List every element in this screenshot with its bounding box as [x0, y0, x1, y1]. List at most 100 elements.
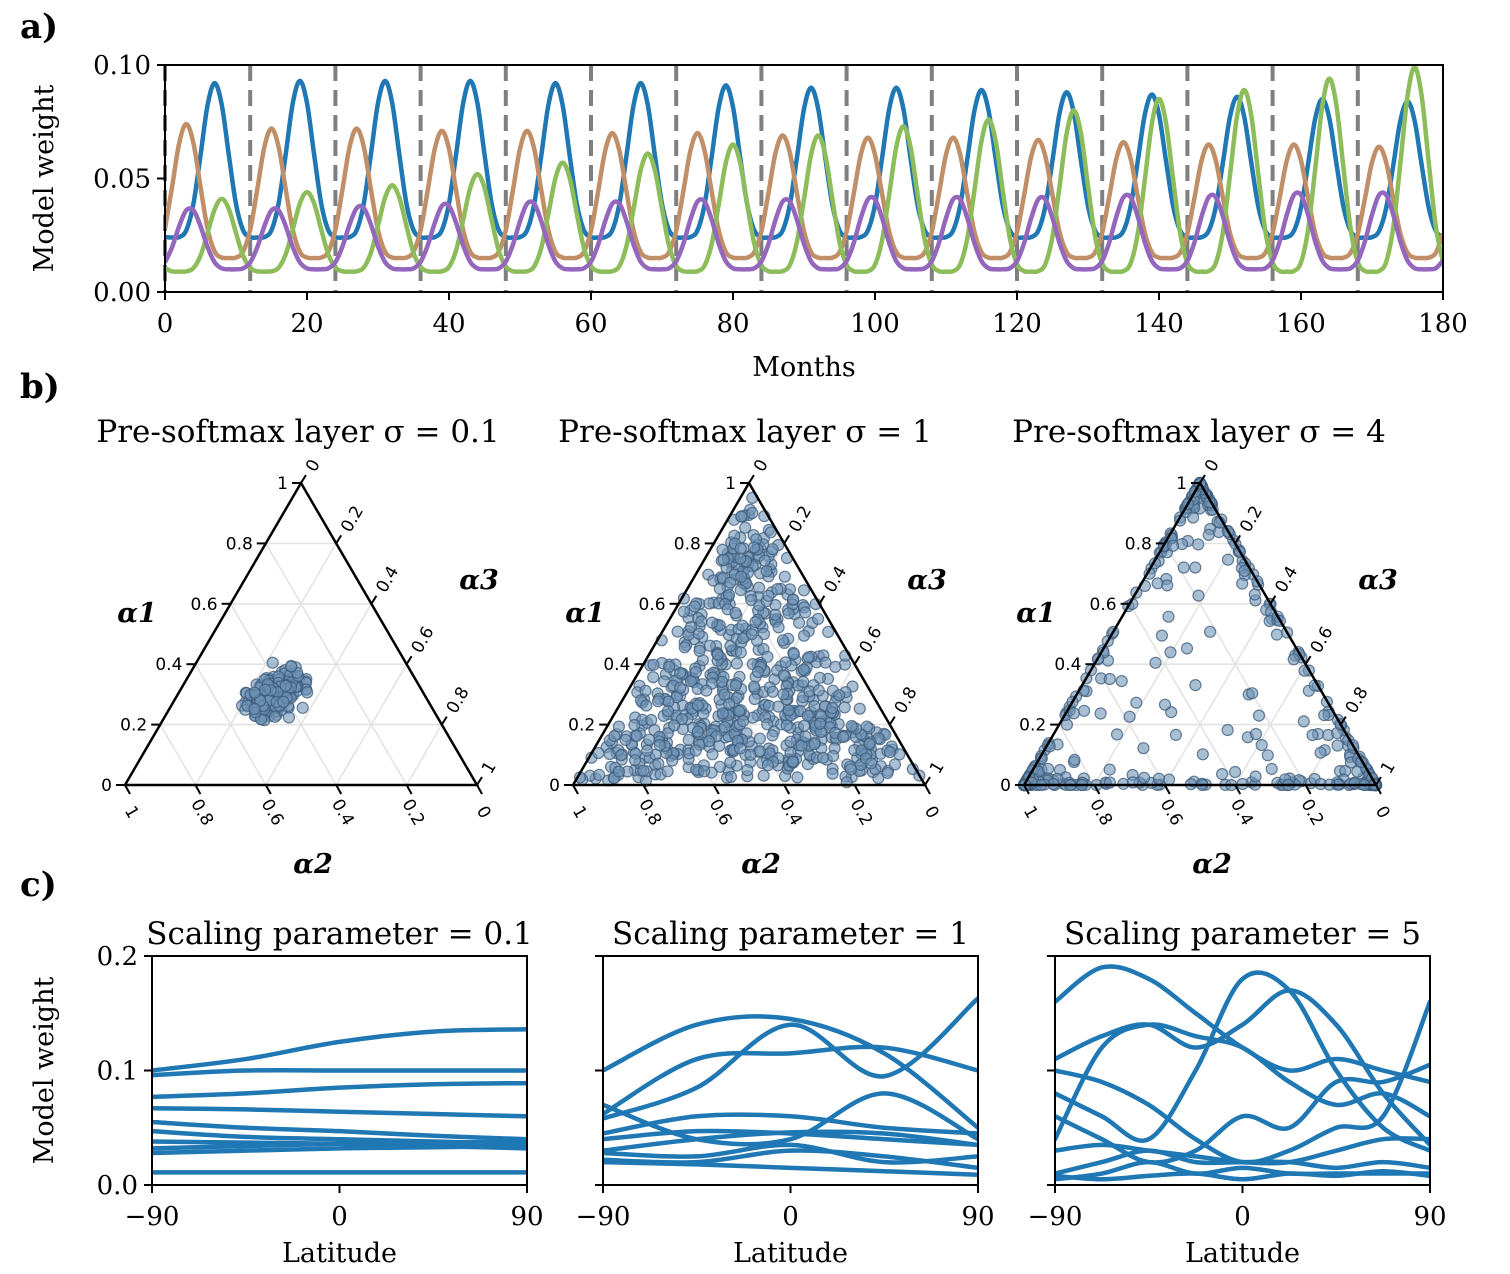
left-tick-label: 0.2 [120, 716, 147, 736]
right-tick-label: 0 [1201, 456, 1224, 475]
left-tick-label: 0.4 [603, 655, 630, 675]
scatter-point [776, 634, 790, 647]
scatter-point [296, 701, 309, 714]
x-tick-label: −90 [125, 1202, 180, 1232]
scatter-point [1314, 746, 1327, 759]
scatter-point [808, 699, 821, 713]
bottom-tick [1234, 784, 1242, 795]
x-tick-label: 0 [782, 1202, 799, 1232]
bottom-tick [335, 784, 343, 795]
scatter-point [844, 763, 858, 776]
left-tick-label: 0.8 [226, 534, 253, 554]
bottom-tick-label: 0.2 [846, 796, 877, 829]
weight-curve-9 [152, 1143, 527, 1156]
scatter-point [688, 600, 701, 613]
right-tick [783, 534, 791, 544]
bottom-tick-label: 0.8 [1085, 796, 1116, 829]
bottom-tick-label: 1 [568, 803, 591, 822]
grid-a3-3 [405, 724, 443, 786]
scatter-point [301, 686, 314, 699]
ternary-subplot-2: Pre-softmax layer σ = 100.20.40.60.8100.… [549, 414, 949, 880]
scatter-point [678, 641, 691, 654]
scatter-point [1246, 687, 1259, 700]
scatter-point [691, 699, 705, 712]
x-tick-label: 0 [331, 1202, 348, 1232]
right-tick [335, 534, 343, 544]
weight-curve-7 [603, 1129, 978, 1153]
scatter-point [1041, 762, 1055, 775]
scatter-point [647, 658, 660, 671]
scatter-point [608, 729, 621, 743]
bottom-tick-label: 0.2 [1297, 796, 1328, 829]
weight-curve-10 [1055, 1169, 1430, 1182]
right-tick [1339, 716, 1347, 726]
scatter-point [1161, 579, 1174, 592]
scatter-point [700, 684, 713, 697]
scatter-point [1252, 709, 1266, 722]
scatter-point [799, 606, 812, 619]
left-tick-label: 0 [549, 776, 560, 796]
scatter-point [777, 669, 790, 682]
scatter-point [1221, 723, 1234, 737]
alpha2-label: α2 [1192, 849, 1232, 880]
ternary-title: Pre-softmax layer σ = 0.1 [96, 414, 499, 450]
right-tick-label: 0 [302, 456, 325, 475]
right-tick [405, 655, 413, 665]
scatter-points [236, 656, 314, 727]
right-tick [1199, 474, 1206, 484]
scatter-point [1215, 767, 1229, 781]
scatter-point [782, 607, 795, 620]
scatter-point [1196, 748, 1209, 761]
scatter-point [718, 720, 731, 734]
scatter-point [689, 665, 703, 679]
grid-a2-2 [194, 663, 267, 786]
x-tick-label-100: 100 [850, 309, 900, 339]
x-tick-label: −90 [1028, 1202, 1083, 1232]
x-tick-label-140: 140 [1134, 309, 1184, 339]
scatter-point [691, 725, 704, 738]
left-tick-label: 0.8 [1125, 534, 1152, 554]
left-tick-label: 0 [101, 776, 112, 796]
scatter-point [787, 647, 801, 661]
grid-a3-2 [1234, 663, 1307, 786]
scatter-point [766, 729, 779, 742]
scatter-point [1202, 528, 1215, 542]
scatter-point [747, 541, 761, 554]
left-tick-label: 1 [277, 474, 288, 494]
weight-curve-3 [603, 1044, 978, 1117]
scatter-point [1166, 539, 1180, 552]
weight-curve-5 [1055, 970, 1430, 1153]
bottom-tick [1093, 784, 1101, 795]
scatter-point [826, 701, 839, 715]
x-axis-title: Months [752, 352, 855, 383]
scatter-point [1297, 715, 1310, 728]
left-tick-label: 0.6 [191, 595, 218, 615]
subplot-title: Scaling parameter = 1 [612, 916, 969, 952]
scatter-point [711, 648, 724, 661]
right-tick [370, 595, 378, 605]
scatter-point [661, 704, 675, 718]
bottom-tick-label: 1 [120, 803, 143, 822]
scatter-point [1265, 762, 1278, 776]
scatter-point [661, 765, 674, 778]
alpha3-label: α3 [907, 565, 947, 596]
grid-a3-2 [335, 663, 408, 786]
weight-curve-2 [603, 996, 978, 1121]
scatter-point [792, 616, 806, 629]
scatter-point [881, 766, 894, 780]
scatter-point [628, 754, 642, 767]
scatter-point [1094, 707, 1107, 720]
scatter-point [1249, 770, 1262, 783]
grid-a3-1 [1164, 603, 1272, 786]
scatter-point [734, 646, 747, 659]
alpha2-label: α2 [293, 849, 333, 880]
scatter-point [692, 627, 705, 640]
scatter-point [1186, 511, 1200, 524]
scatter-point [612, 765, 626, 778]
scatter-point [760, 564, 773, 578]
scatter-point [863, 737, 876, 751]
bottom-tick [124, 784, 131, 795]
scatter-point [674, 681, 687, 694]
scatter-point [730, 657, 743, 670]
alpha3-label: α3 [459, 565, 499, 596]
